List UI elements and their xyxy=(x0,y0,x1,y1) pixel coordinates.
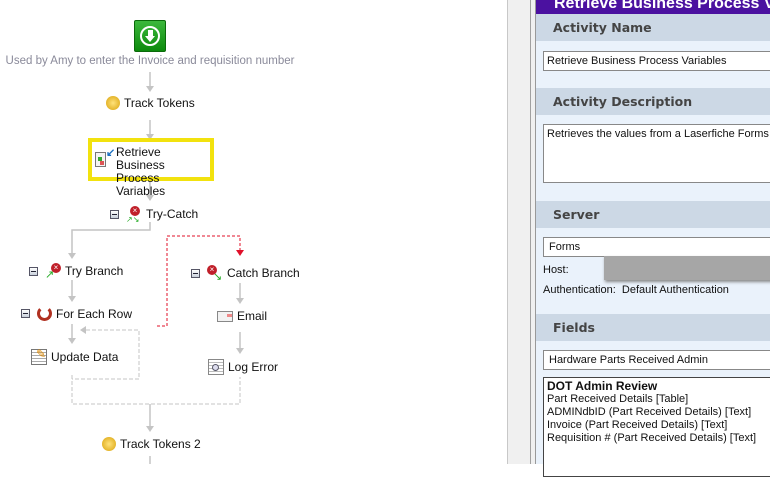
node-catch-branch[interactable]: ×↘ Catch Branch xyxy=(191,265,300,283)
node-retrieve-business-process-variables[interactable]: ↙ Retrieve Business Process Variables xyxy=(88,138,214,198)
section-server[interactable]: Server xyxy=(536,201,770,228)
field-item[interactable]: ADMINdbID (Part Received Details) [Text] xyxy=(547,406,752,418)
node-try-branch[interactable]: ×↗ Try Branch xyxy=(29,263,124,281)
node-log-error[interactable]: Log Error xyxy=(208,359,278,375)
auth-value: Default Authentication xyxy=(621,284,729,296)
node-label: Update Data xyxy=(51,350,119,364)
field-item[interactable]: Part Received Details [Table] xyxy=(547,393,689,405)
node-label: Track Tokens xyxy=(124,96,195,110)
node-label: Track Tokens 2 xyxy=(120,437,201,451)
host-label: Host: xyxy=(543,264,569,276)
section-activity-name[interactable]: Activity Name xyxy=(536,14,770,41)
collapse-icon[interactable] xyxy=(191,268,200,278)
workflow-canvas[interactable]: Used by Amy to enter the Invoice and req… xyxy=(0,0,507,464)
auth-label: Authentication: xyxy=(543,284,616,296)
try-catch-icon: ×↗↘ xyxy=(126,206,140,224)
start-description: Used by Amy to enter the Invoice and req… xyxy=(5,55,295,67)
email-icon xyxy=(217,310,233,322)
start-event-icon[interactable] xyxy=(134,20,166,52)
node-track-tokens-2[interactable]: Track Tokens 2 xyxy=(102,437,201,451)
fields-form-select[interactable]: Hardware Parts Received Admin xyxy=(543,350,770,370)
node-label-line-1: Retrieve Business xyxy=(116,145,165,172)
authentication-label: Authentication: Default Authentication xyxy=(543,284,729,296)
log-error-icon xyxy=(208,359,224,375)
loop-icon xyxy=(37,306,52,321)
catch-branch-icon: ×↘ xyxy=(207,265,223,283)
token-icon xyxy=(106,96,120,110)
collapse-icon[interactable] xyxy=(21,309,30,318)
properties-panel: Retrieve Business Process Variables Acti… xyxy=(535,0,770,477)
node-email[interactable]: Email xyxy=(217,309,267,323)
node-try-catch[interactable]: ×↗↘ Try-Catch xyxy=(110,206,199,224)
field-item[interactable]: Requisition # (Part Received Details) [T… xyxy=(547,432,757,444)
node-label: Try Branch xyxy=(65,264,124,278)
node-label: Email xyxy=(237,309,268,323)
redaction-overlay xyxy=(604,256,770,280)
activity-description-textarea[interactable]: Retrieves the values from a Laserfiche F… xyxy=(543,124,770,183)
collapse-icon[interactable] xyxy=(110,209,119,219)
field-item[interactable]: Invoice (Part Received Details) [Text] xyxy=(547,419,728,431)
collapse-icon[interactable] xyxy=(29,266,38,276)
server-select[interactable]: Forms xyxy=(543,237,770,257)
fields-list[interactable]: DOT Admin Review Part Received Details [… xyxy=(543,377,770,477)
try-branch-icon: ×↗ xyxy=(45,263,61,281)
node-label: Log Error xyxy=(228,360,279,374)
node-label-line-2: Process Variables xyxy=(116,171,166,198)
section-fields[interactable]: Fields xyxy=(536,314,770,341)
node-update-data[interactable]: ✎ Update Data xyxy=(31,347,119,365)
connector-lines xyxy=(68,72,244,464)
node-label: Catch Branch xyxy=(227,266,300,280)
retrieve-variables-icon xyxy=(95,152,106,167)
node-label: Try-Catch xyxy=(146,207,199,221)
update-data-icon: ✎ xyxy=(31,347,47,365)
fields-group: DOT Admin Review xyxy=(547,379,658,393)
activity-name-input[interactable]: Retrieve Business Process Variables xyxy=(543,51,770,71)
arrow-in-icon: ↙ xyxy=(106,147,116,159)
panel-title: Retrieve Business Process Variables xyxy=(536,0,770,14)
section-activity-description[interactable]: Activity Description xyxy=(536,88,770,115)
node-track-tokens[interactable]: Track Tokens xyxy=(106,96,195,110)
splitter[interactable] xyxy=(507,0,535,464)
node-label: For Each Row xyxy=(56,306,133,321)
token-icon xyxy=(102,437,116,451)
node-for-each-row[interactable]: For Each Row xyxy=(21,306,132,321)
